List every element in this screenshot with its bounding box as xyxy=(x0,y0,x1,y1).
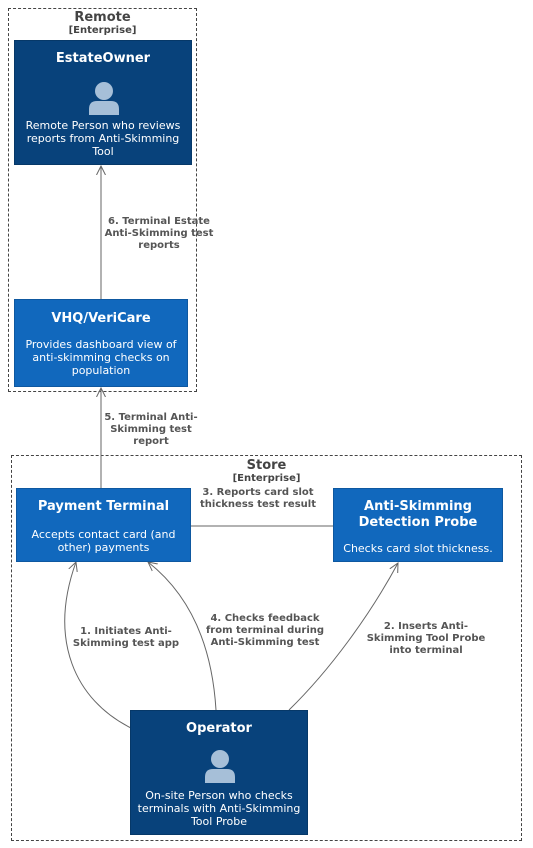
payment-terminal-description: Accepts contact card (and other) payment… xyxy=(31,528,176,554)
vhq-vericare-description: Provides dashboard view of anti-skimming… xyxy=(25,338,177,377)
rel2-line xyxy=(288,563,398,711)
store-boundary-type: [Enterprise] xyxy=(232,473,301,484)
rel6-label: 6. Terminal Estate Anti-Skimming test re… xyxy=(104,216,214,251)
estate-owner-title: EstateOwner xyxy=(55,51,151,66)
rel1-label: 1. Initiates Anti-Skimming test app xyxy=(72,626,180,649)
store-boundary-name: Store xyxy=(246,458,287,473)
person-icon xyxy=(205,750,235,783)
estate-owner-description: Remote Person who reviews reports from A… xyxy=(25,119,181,158)
person-icon xyxy=(89,82,119,115)
operator-description: On-site Person who checks terminals with… xyxy=(137,789,301,828)
remote-boundary-name: Remote xyxy=(74,10,131,25)
vhq-vericare-node[interactable]: VHQ/VeriCare Provides dashboard view of … xyxy=(14,299,188,387)
operator-title: Operator xyxy=(186,721,252,736)
rel5-label: 5. Terminal Anti-Skimming test report xyxy=(104,412,198,447)
anti-skimming-probe-description: Checks card slot thickness. xyxy=(343,542,493,555)
payment-terminal-node[interactable]: Payment Terminal Accepts contact card (a… xyxy=(16,488,191,562)
vhq-vericare-title: VHQ/VeriCare xyxy=(51,311,151,326)
rel4-label: 4. Checks feedback from terminal during … xyxy=(205,613,325,648)
payment-terminal-title: Payment Terminal xyxy=(37,499,170,514)
anti-skimming-probe-node[interactable]: Anti-Skimming Detection Probe Checks car… xyxy=(333,488,503,562)
operator-node[interactable]: Operator On-site Person who checks termi… xyxy=(130,710,308,835)
anti-skimming-probe-title: Anti-Skimming Detection Probe xyxy=(358,499,478,530)
estate-owner-node[interactable]: EstateOwner Remote Person who reviews re… xyxy=(14,40,192,165)
remote-boundary-type: [Enterprise] xyxy=(68,25,137,36)
rel2-label: 2. Inserts Anti-Skimming Tool Probe into… xyxy=(366,621,486,656)
rel1-line xyxy=(64,562,132,729)
store-boundary: Store [Enterprise] xyxy=(11,455,522,841)
rel3-label: 3. Reports card slot thickness test resu… xyxy=(200,487,316,510)
rel4-line xyxy=(148,562,217,711)
